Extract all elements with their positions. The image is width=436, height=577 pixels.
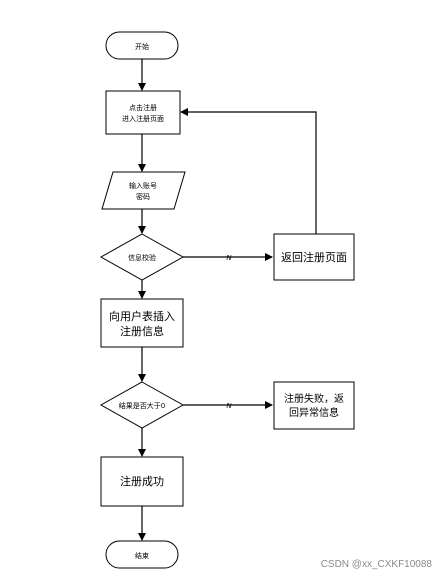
- end-node: 结束: [105, 540, 179, 569]
- success-node: 注册成功: [100, 456, 184, 507]
- return-register-label: 返回注册页面: [281, 250, 347, 264]
- success-label: 注册成功: [120, 474, 164, 488]
- result-check-decision: 结果是否大于0: [99, 381, 185, 429]
- fail-label-line2: 回异常信息: [289, 406, 339, 419]
- watermark: CSDN @xx_CXKF10088: [320, 559, 432, 570]
- click-register-label-line1: 点击注册: [129, 103, 157, 112]
- validate-label: 信息校验: [128, 253, 156, 262]
- validate-no-label: N: [226, 254, 232, 262]
- end-label: 结束: [135, 551, 149, 560]
- insert-label-line2: 注册信息: [120, 324, 164, 338]
- input-label-line1: 输入账号: [129, 181, 157, 190]
- input-label-line2: 密码: [136, 192, 150, 201]
- fail-node: 注册失败，返 回异常信息: [273, 381, 355, 430]
- result-no-label: N: [226, 402, 232, 410]
- insert-node: 向用户表插入 注册信息: [100, 298, 184, 348]
- edge-return-to-click-register: [180, 108, 317, 234]
- click-register-label-line2: 进入注册页面: [122, 114, 164, 123]
- click-register-node: 点击注册 进入注册页面: [105, 90, 181, 135]
- start-node: 开始: [105, 31, 179, 60]
- return-register-node: 返回注册页面: [273, 233, 355, 281]
- validate-decision: 信息校验: [99, 233, 185, 281]
- result-check-label: 结果是否大于0: [119, 401, 165, 410]
- start-label: 开始: [135, 42, 149, 51]
- insert-label-line1: 向用户表插入: [109, 309, 175, 323]
- input-node: 输入账号 密码: [101, 171, 186, 210]
- fail-label-line1: 注册失败，返: [284, 392, 344, 405]
